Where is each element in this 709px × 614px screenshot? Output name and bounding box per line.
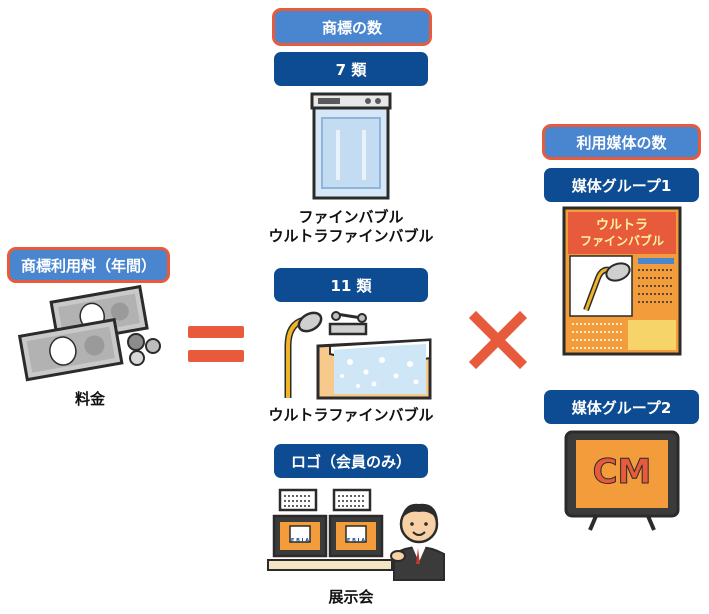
washing-machine-icon — [310, 92, 392, 200]
washer-caption: ファインバブル ウルトラファインバブル — [246, 208, 456, 246]
usage-fee-label: 商標利用料（年間） — [7, 247, 170, 283]
media-count-header: 利用媒体の数 — [542, 124, 701, 160]
poster-frame — [562, 206, 682, 356]
washer-caption-line2: ウルトラファインバブル — [268, 227, 434, 245]
trademark-count-header: 商標の数 — [272, 8, 432, 46]
monitor-badge-left: F B I A — [290, 538, 310, 544]
class-11-bar: 11 類 — [274, 268, 428, 302]
media-group-2-bar: 媒体グループ2 — [544, 390, 699, 424]
bath-caption: ウルトラファインバブル — [268, 406, 434, 424]
washer-caption-line1: ファインバブル — [298, 208, 404, 226]
fee-caption: 料金 — [74, 390, 105, 408]
bathtub-shower-icon — [284, 311, 432, 400]
money-illustration — [17, 284, 161, 382]
poster-title-line2: ファインバブル — [579, 234, 664, 248]
monitor-badge-right: F B I A — [346, 538, 366, 544]
tv-cm-text: CM — [592, 452, 652, 493]
poster-title-line1: ウルトラ — [595, 218, 648, 233]
tv-illustration: CM — [562, 430, 682, 532]
poster-illustration: ウルトラ ファインバブル — [562, 206, 682, 356]
equals-sign-top — [188, 326, 244, 338]
media-group-1-bar: 媒体グループ1 — [544, 168, 699, 202]
expo-caption: 展示会 — [328, 588, 374, 606]
class-7-bar: 7 類 — [274, 52, 428, 86]
equals-sign-bottom — [188, 350, 244, 362]
logo-bar: ロゴ（会員のみ） — [274, 444, 428, 478]
exhibition-icon — [267, 488, 445, 581]
multiply-sign — [468, 310, 528, 370]
tv-frame — [564, 430, 680, 531]
